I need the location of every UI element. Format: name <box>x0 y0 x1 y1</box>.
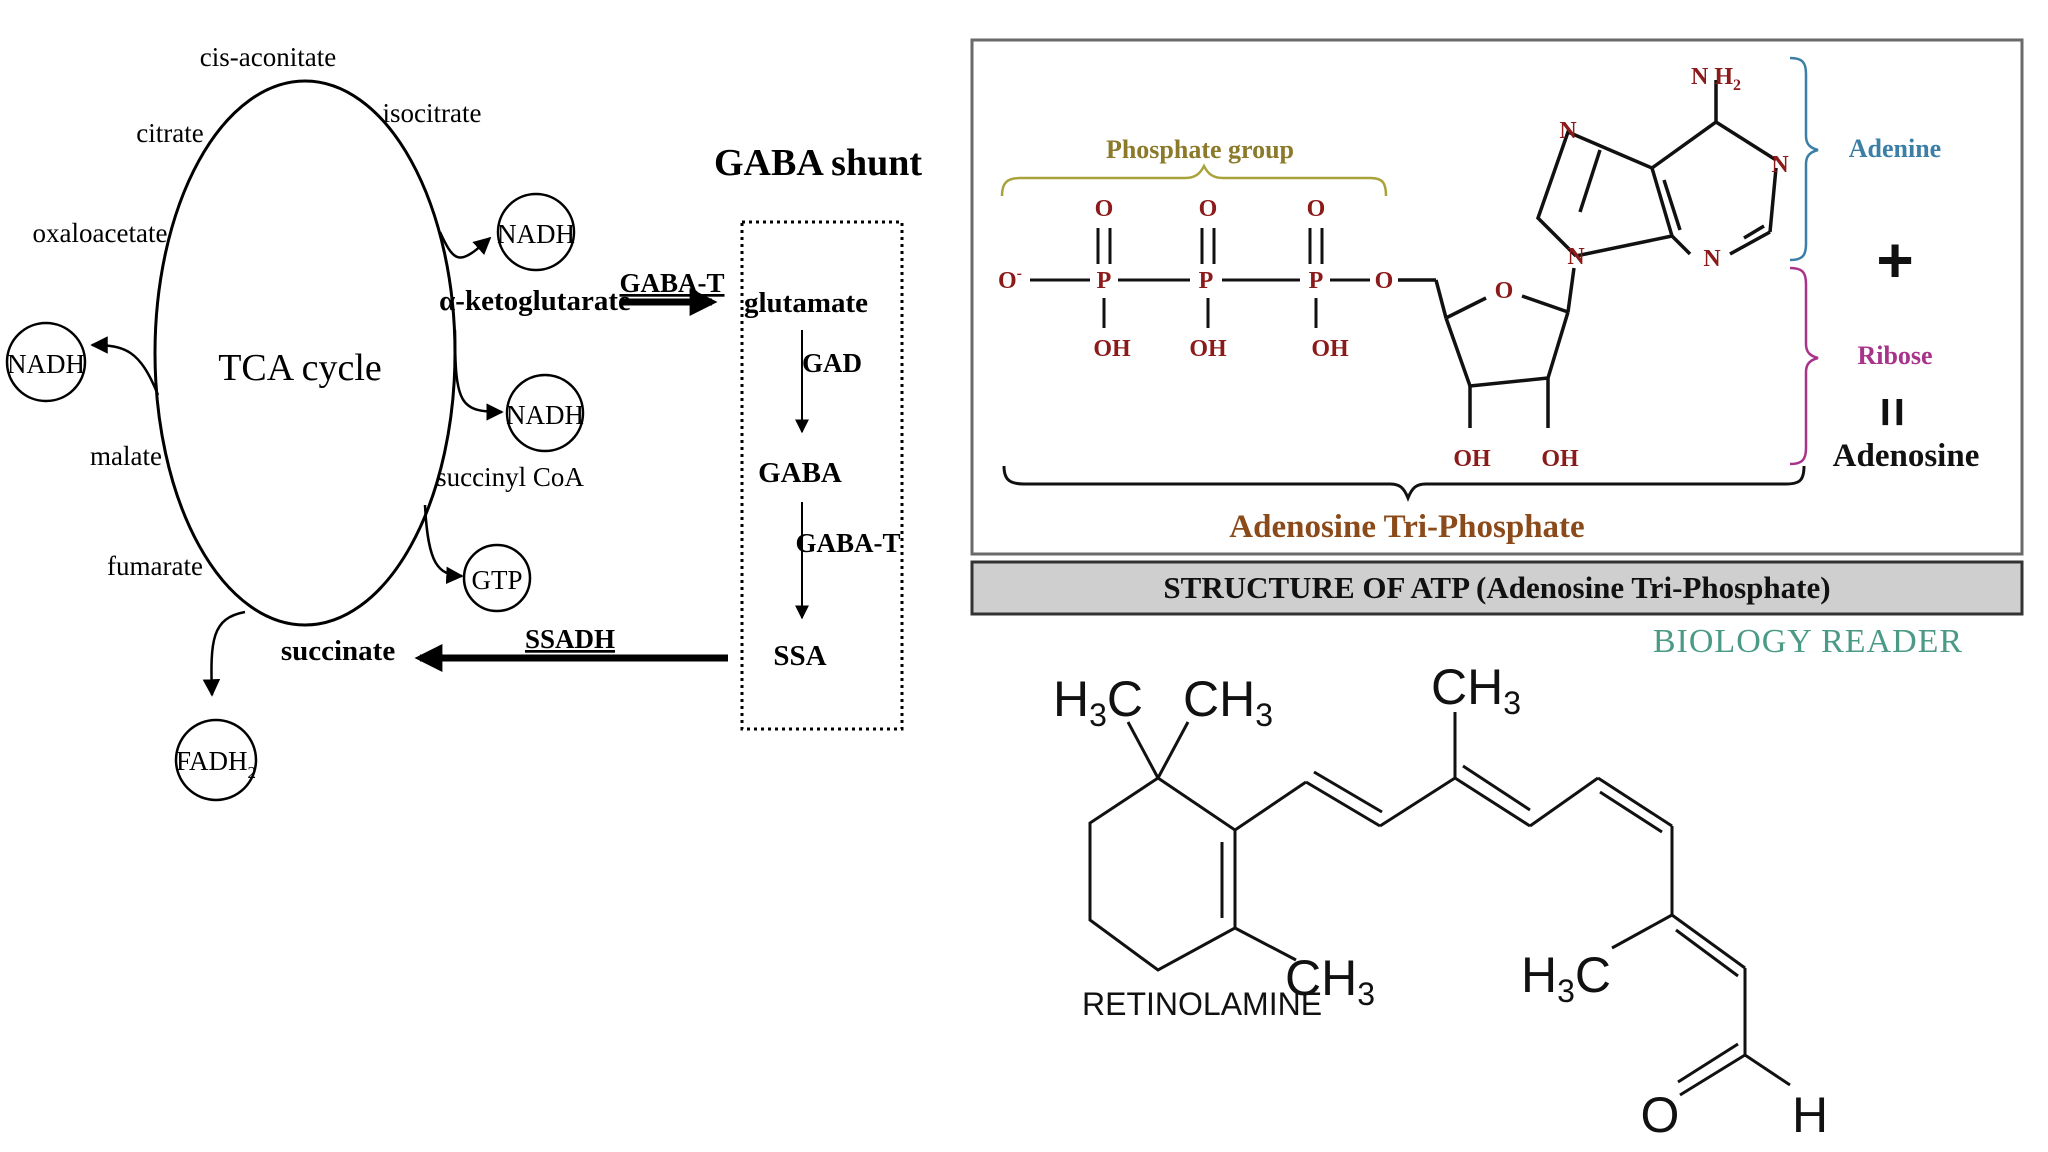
hydroxyl-p1: OH <box>1093 336 1131 362</box>
oxygen-p3-top: O <box>1307 196 1326 222</box>
group-h3c-gem: H3C <box>1053 671 1143 733</box>
group-ch3-gem: CH3 <box>1183 671 1273 733</box>
oxygen-bridge: O <box>1375 268 1394 294</box>
metabolite-citrate: citrate <box>136 118 203 148</box>
arrow-succinyl-gtp <box>423 504 464 585</box>
arrow-isocitrate-nadh <box>438 231 492 259</box>
shunt-step-gaba: GABA <box>758 457 842 489</box>
retinal-structure: H3C CH3 CH3 CH3 H3C O H RETINOLAMINE <box>1053 659 1828 1143</box>
tca-cycle-label: TCA cycle <box>218 347 382 389</box>
aldehyde-oxygen: O <box>1641 1087 1680 1143</box>
fadh2: FADH2 <box>176 746 256 782</box>
enzyme-gad: GAD <box>802 348 862 378</box>
enzyme-gaba-t-in: GABA-T <box>619 268 724 298</box>
o-minus-terminal: O- <box>998 265 1022 294</box>
atp-caption-bar <box>970 560 2024 616</box>
metabolite-succinyl-coa: succinyl CoA <box>436 462 584 492</box>
arrow-akg-nadh <box>453 329 504 421</box>
phosphorus-3: P <box>1309 268 1324 294</box>
retinal-labels: H3C CH3 CH3 CH3 H3C O H <box>1053 659 1828 1143</box>
fadh2-circle <box>174 718 258 802</box>
oxygen-p1-top: O <box>1095 196 1114 222</box>
arrow-succinate-fadh2 <box>202 610 246 697</box>
phosphorus-2: P <box>1199 268 1214 294</box>
metabolite-oxaloacetate: oxaloacetate <box>33 218 168 248</box>
atp-panel-frame <box>970 38 2024 556</box>
adenine-nh2: N H2 <box>1691 64 1741 94</box>
shunt-step-glutamate: glutamate <box>744 287 868 319</box>
phosphate-chain: O- P O OH P O OH P O OH O <box>998 196 1393 362</box>
adenine-n3: N <box>1703 246 1721 272</box>
nadh-circle-isocitrate <box>496 192 576 272</box>
adenine-label: Adenine <box>1849 134 1941 163</box>
gtp-circle <box>462 543 532 613</box>
enzyme-ssadh: SSADH <box>525 624 615 654</box>
metabolite-succinate: succinate <box>281 635 396 667</box>
metabolite-cis-aconitate: cis-aconitate <box>200 42 336 72</box>
adenine-n1: N <box>1771 152 1789 178</box>
adenine-n7: N <box>1559 118 1577 144</box>
oxygen-p2-top: O <box>1199 196 1218 222</box>
phosphorus-1: P <box>1097 268 1112 294</box>
adenine-n9: N <box>1567 244 1585 270</box>
group-ch3-ring: CH3 <box>1285 950 1375 1012</box>
group-ch3-chain: CH3 <box>1431 659 1521 721</box>
atp-panel: Phosphate group O- P O OH P O OH P O <box>970 38 2024 660</box>
ribose-label: Ribose <box>1857 341 1932 370</box>
hydroxyl-p2: OH <box>1189 336 1227 362</box>
gaba-shunt-box <box>740 220 904 731</box>
enzyme-gaba-t-shunt: GABA-T <box>795 528 900 558</box>
gtp: GTP <box>471 565 522 595</box>
metabolite-isocitrate: isocitrate <box>383 98 482 128</box>
ribose-ring <box>1398 267 1576 428</box>
metabolite-fumarate: fumarate <box>107 551 203 581</box>
atp-brace <box>1002 465 1806 503</box>
equals-sign: = <box>1863 397 1921 427</box>
nadh-circle-malate <box>5 321 87 403</box>
arrow-malate-nadh <box>90 336 160 396</box>
nadh-malate: NADH <box>7 349 85 379</box>
adenine-ring <box>1535 80 1778 258</box>
group-h3c-chain: H3C <box>1521 947 1611 1009</box>
atp-brace-label: Adenosine Tri-Phosphate <box>1229 509 1584 545</box>
gaba-shunt-title: GABA shunt <box>714 142 922 184</box>
nadh-isocitrate: NADH <box>497 219 575 249</box>
phosphate-group-brace <box>1000 163 1388 197</box>
retinal-caption: RETINOLAMINE <box>1082 986 1322 1022</box>
ribose-ring-oxygen: O <box>1495 278 1514 304</box>
phosphate-group-label: Phosphate group <box>1106 135 1294 164</box>
retinal-bonds <box>1088 712 1791 1097</box>
ribose-oh-right: OH <box>1541 446 1579 472</box>
shunt-step-ssa: SSA <box>773 640 826 672</box>
adenosine-label: Adenosine <box>1833 438 1980 474</box>
ribose-oh-left: OH <box>1453 446 1491 472</box>
adenine-brace <box>1789 56 1819 262</box>
metabolite-malate: malate <box>90 441 162 471</box>
nadh-akg: NADH <box>506 400 584 430</box>
atp-caption: STRUCTURE OF ATP (Adenosine Tri-Phosphat… <box>1163 570 1830 605</box>
adenine-atoms: N N N N N H2 <box>1559 64 1789 272</box>
plus-sign: + <box>1876 224 1913 296</box>
aldehyde-hydrogen: H <box>1792 1087 1828 1143</box>
biology-reader-watermark: BIOLOGY READER <box>1653 623 1963 660</box>
tca-gaba-diagram: TCA cycle cis-aconitate citrate isocitra… <box>5 42 922 802</box>
hydroxyl-p3: OH <box>1311 336 1349 362</box>
metabolite-alpha-ketoglutarate: α-ketoglutarate <box>439 285 631 317</box>
ribose-brace <box>1789 266 1819 466</box>
nadh-circle-akg <box>505 373 585 453</box>
